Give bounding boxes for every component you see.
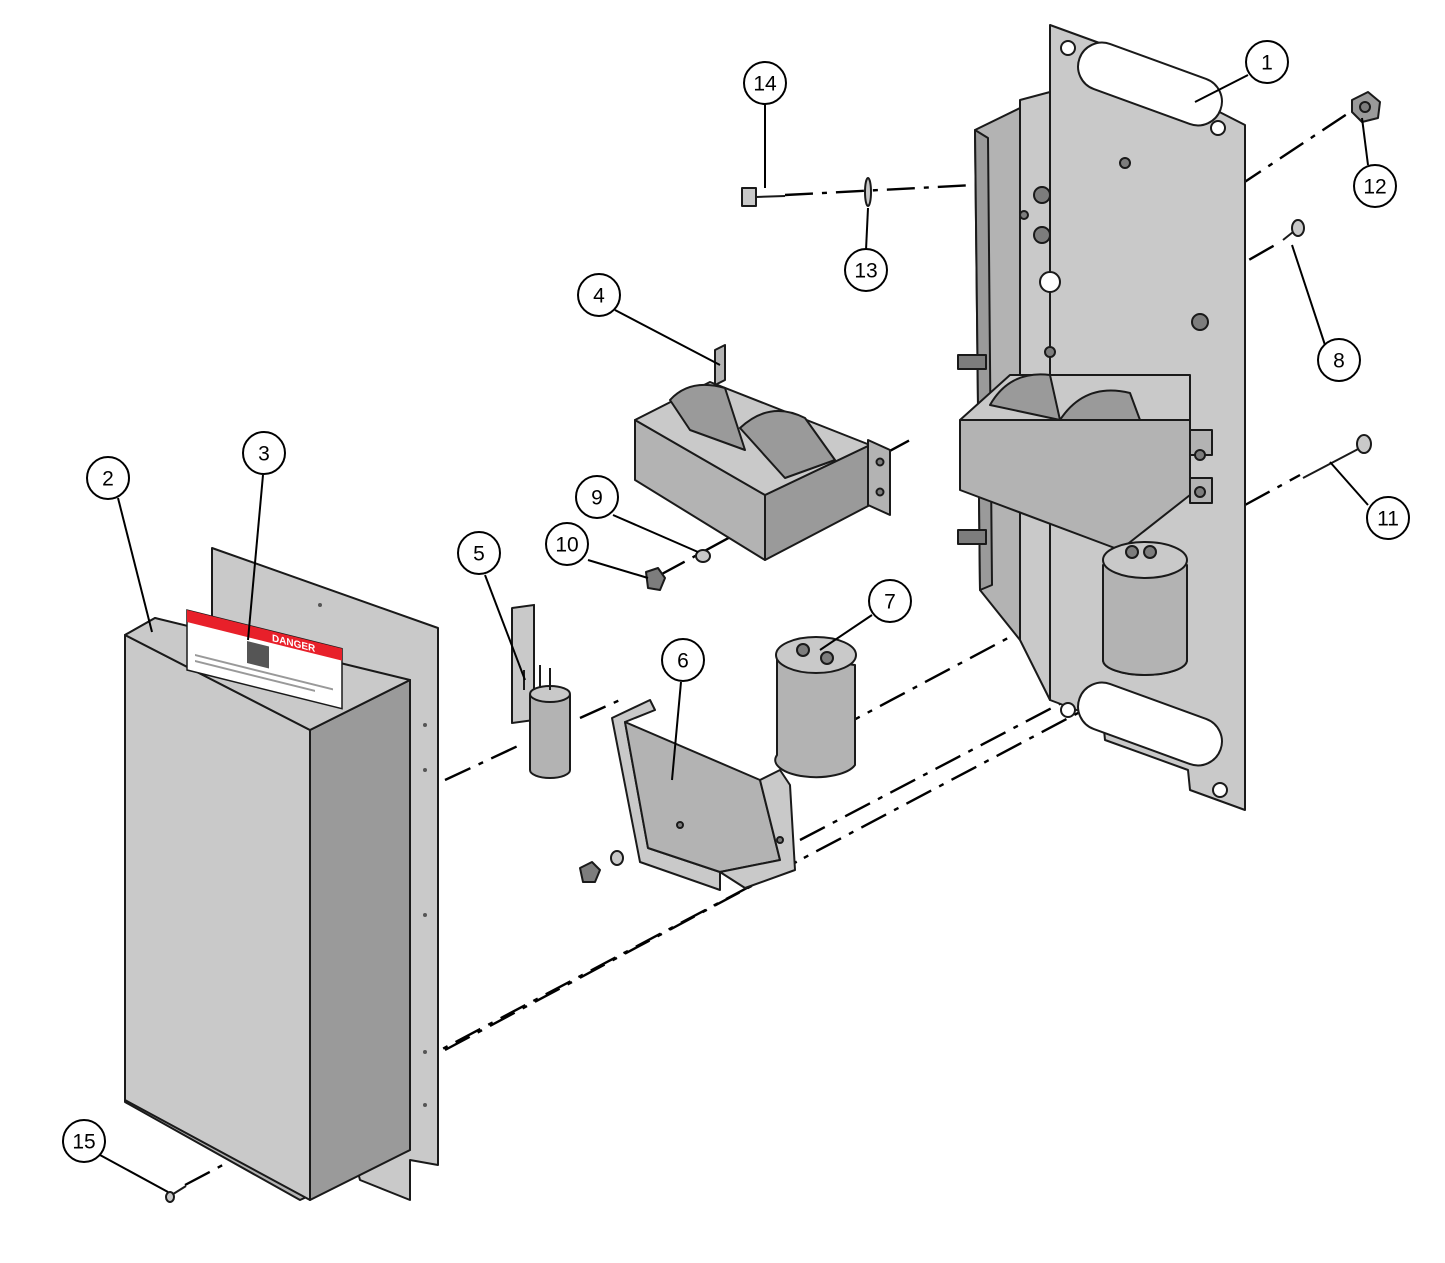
callout-5: 5 (457, 531, 501, 575)
callout-2-number: 2 (102, 468, 114, 491)
run-capacitor (774, 636, 857, 779)
callout-7-number: 7 (884, 591, 896, 614)
start-capacitor (511, 603, 571, 779)
callout-12: 12 (1353, 164, 1397, 208)
washer-9 (695, 549, 711, 563)
axis-cover (444, 858, 801, 1052)
callout-11: 11 (1366, 496, 1410, 540)
callout-4-number: 4 (593, 285, 605, 308)
callout-11-number: 11 (1377, 508, 1399, 531)
callout-8-number: 8 (1333, 350, 1345, 373)
axis-bolt-11 (1244, 473, 1301, 507)
danger-warning-label: DANGER (186, 609, 343, 710)
bolt-8 (1282, 219, 1305, 241)
bolt-11 (1302, 434, 1372, 479)
transformer (634, 344, 891, 561)
callout-3-number: 3 (258, 443, 270, 466)
callout-1: 1 (1245, 40, 1289, 84)
callout-13-number: 13 (854, 260, 877, 283)
callout-1-number: 1 (1261, 52, 1273, 75)
axis-top-screw (784, 183, 976, 197)
screw-14 (741, 187, 786, 207)
capacitor-bracket (611, 699, 796, 891)
bracket-nut-washer (579, 850, 624, 883)
callout-6-number: 6 (677, 650, 689, 673)
callout-8: 8 (1317, 338, 1361, 382)
callout-12-number: 12 (1363, 176, 1386, 199)
callout-9: 9 (575, 475, 619, 519)
axis-cover-screw (184, 628, 1236, 1187)
callout-14-number: 14 (753, 73, 777, 96)
axis-nut-12 (1194, 111, 1351, 216)
nut-10 (645, 567, 666, 591)
callout-5-number: 5 (473, 543, 485, 566)
callout-9-number: 9 (591, 487, 603, 510)
screw-15 (165, 1185, 187, 1203)
callout-3: 3 (242, 431, 286, 475)
callout-7: 7 (868, 579, 912, 623)
axis-run-capacitor (444, 698, 621, 782)
callout-2: 2 (86, 456, 130, 500)
mounting-plate (957, 24, 1246, 811)
cover-box (124, 547, 439, 1201)
callout-10-number: 10 (555, 534, 578, 557)
washer-13 (864, 177, 872, 207)
callout-6: 6 (661, 638, 705, 682)
callout-15-number: 15 (72, 1131, 95, 1154)
leader-lines (99, 74, 1369, 1193)
danger-banner (187, 610, 342, 661)
callout-15: 15 (62, 1119, 106, 1163)
callout-4: 4 (577, 273, 621, 317)
nut-12 (1351, 91, 1381, 123)
callout-14: 14 (743, 61, 787, 105)
callout-13: 13 (844, 248, 888, 292)
callout-10: 10 (545, 522, 589, 566)
